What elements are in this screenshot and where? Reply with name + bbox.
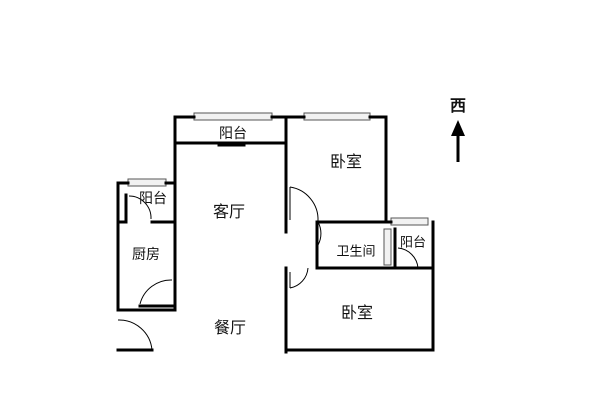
room-label-balcony-top: 阳台 [219, 126, 247, 142]
room-label-living-room: 客厅 [212, 202, 246, 221]
room-label-kitchen: 厨房 [132, 247, 160, 263]
room-label-bathroom: 卫生间 [336, 244, 376, 260]
room-label-balcony-bathroom: 阳台 [399, 235, 427, 251]
window-bathroom-balcony [390, 217, 429, 226]
doors [117, 186, 419, 351]
room-label-bedroom-top: 卧室 [329, 152, 363, 171]
window-kitchen-balcony [127, 178, 167, 187]
window-bedroom-top [303, 112, 371, 121]
window-top-balcony [193, 112, 273, 121]
window-bathroom [383, 228, 392, 266]
direction-arrow-icon [451, 120, 465, 162]
walls [116, 115, 435, 354]
room-label-dining-room: 餐厅 [213, 318, 247, 337]
direction-label: 西 [449, 96, 467, 115]
room-label-bedroom-bottom: 卧室 [340, 303, 374, 322]
room-label-balcony-kitchen: 阳台 [139, 191, 167, 207]
